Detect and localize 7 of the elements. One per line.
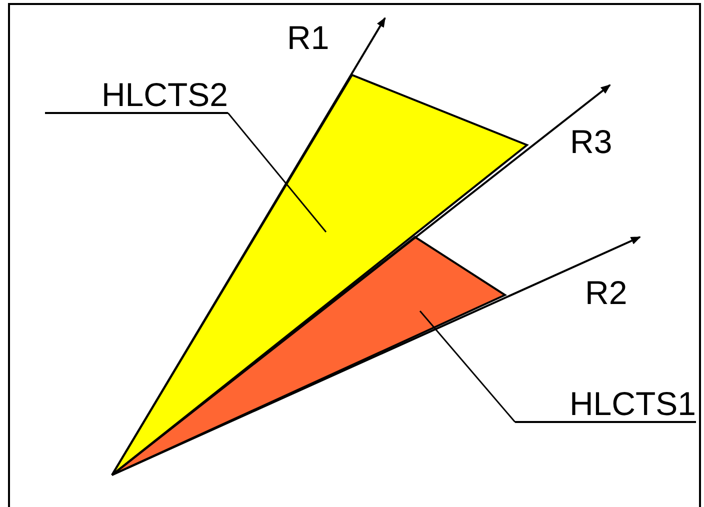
region-label: HLCTS1 [515,386,696,423]
ray-label: R3 [570,124,612,160]
leader-line [227,112,327,232]
ray-label: R1 [287,20,330,56]
region-label: HLCTS2 [45,77,228,114]
ray-label: R2 [585,275,628,311]
leader-line [419,310,516,422]
